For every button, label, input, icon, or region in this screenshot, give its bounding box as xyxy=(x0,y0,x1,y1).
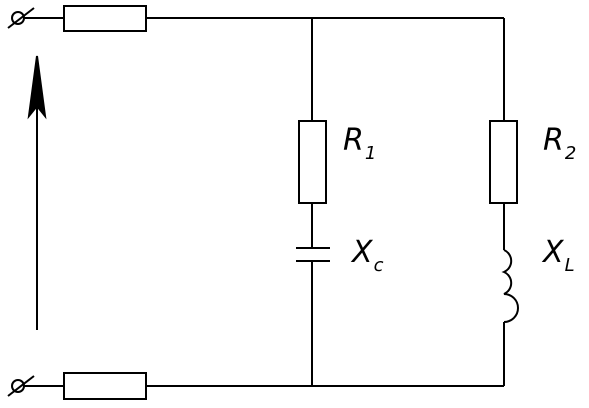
label-xc: Xc xyxy=(350,235,384,276)
bottom-fuse xyxy=(63,372,147,400)
branch-1 xyxy=(296,18,330,386)
branch-2 xyxy=(489,18,519,386)
voltage-arrow xyxy=(27,55,47,330)
resistor-r2 xyxy=(489,120,518,204)
label-r1-letter: R xyxy=(343,123,364,158)
label-xl-subscript: L xyxy=(565,255,575,276)
label-r1-subscript: 1 xyxy=(365,143,376,164)
top-terminal-slash xyxy=(7,7,35,29)
top-fuse xyxy=(63,5,147,32)
label-r2-subscript: 2 xyxy=(565,143,576,164)
voltage-arrow-head xyxy=(27,55,47,120)
label-xl-letter: X xyxy=(541,235,565,270)
inductor-coil xyxy=(501,249,519,323)
label-r2-letter: R xyxy=(543,123,564,158)
label-r1: R1 xyxy=(343,123,376,164)
label-xl: XL xyxy=(541,235,575,276)
label-r2: R2 xyxy=(543,123,576,164)
resistor-r1 xyxy=(298,120,327,204)
label-xc-letter: X xyxy=(350,235,374,270)
label-xc-subscript: c xyxy=(374,255,384,276)
bottom-terminal-slash xyxy=(7,375,35,397)
